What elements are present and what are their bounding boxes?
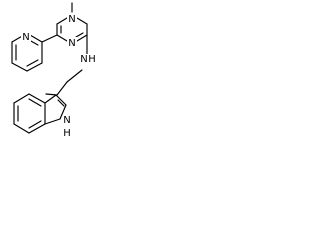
aryl-aryl-bond xyxy=(41,34,58,43)
amine-n-label: N xyxy=(80,54,87,65)
pyrimidine-n1-label-bg xyxy=(67,13,77,24)
pyrimidine-n1-label: N xyxy=(68,14,75,25)
pyrimidine-ring xyxy=(56,17,88,42)
ethyl-bond-1 xyxy=(66,69,83,83)
pyrimidine-n3-label-bg xyxy=(67,37,77,48)
pyridine-n-label-bg xyxy=(21,31,31,42)
amine-h-label: H xyxy=(88,54,96,65)
chemical-structure-diagram: N N N N H N H xyxy=(0,0,120,155)
amine-label-bg xyxy=(81,54,97,65)
pyrimidine-n3-label: N xyxy=(68,38,75,49)
ethyl-bond-3 xyxy=(45,93,58,96)
ethyl-bond-2 xyxy=(56,81,68,96)
indole-system xyxy=(13,93,67,134)
molecule-svg: N N N N H N H xyxy=(11,2,97,140)
pyridine-n-label: N xyxy=(22,32,29,43)
indole-h-label: H xyxy=(63,128,71,139)
indole-nh-label-bg xyxy=(62,116,72,140)
indole-n-label: N xyxy=(63,115,70,126)
